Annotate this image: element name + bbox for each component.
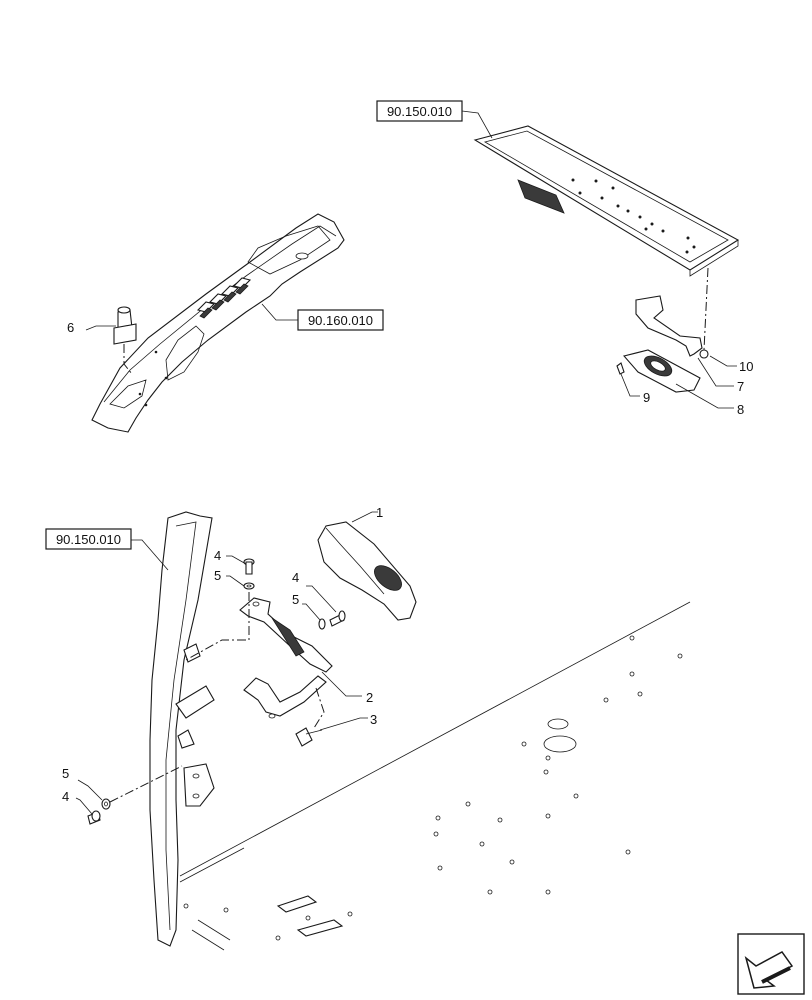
assembly-line-socket [123, 344, 133, 375]
washer-5c [101, 798, 111, 810]
wire-connector [295, 727, 323, 747]
nut-10 [699, 349, 709, 359]
leader-dash-panel [261, 303, 298, 321]
speaker [622, 349, 701, 393]
cab-surface [179, 601, 691, 951]
callout-2: 2 [366, 690, 373, 705]
leader-10 [709, 355, 737, 367]
washer-5b [318, 618, 326, 630]
ref-text-pillar: 90.150.010 [56, 532, 121, 547]
switch-panel-trim [91, 213, 345, 433]
power-socket [113, 306, 137, 345]
assembly-line-lower-left [109, 765, 183, 803]
leader-4b [306, 585, 337, 613]
bolt-4c [87, 810, 101, 825]
leader-pillar [131, 539, 169, 571]
leader-5a [226, 575, 245, 587]
leader-1 [351, 511, 378, 523]
callout-4c: 4 [62, 789, 69, 804]
callout-10: 10 [739, 359, 753, 374]
leader-4c [75, 797, 93, 815]
leader-2 [321, 671, 362, 697]
leader-5b [302, 603, 321, 621]
ref-box-pillar[interactable]: 90.150.010 [45, 528, 132, 550]
switch-bank [196, 277, 252, 319]
assembly-line-roof [703, 267, 709, 351]
callout-6: 6 [67, 320, 74, 335]
speaker-housing [317, 521, 417, 621]
leader-5c [77, 779, 103, 801]
speaker-bracket [635, 295, 703, 357]
next-page-arrow-icon[interactable] [737, 933, 805, 995]
bolt-4a [243, 558, 255, 575]
leader-top-panel [461, 110, 493, 139]
callout-5a: 5 [214, 568, 221, 583]
ref-text-dash-panel: 90.160.010 [308, 313, 373, 328]
callout-3: 3 [370, 712, 377, 727]
assembly-line-upper-left [185, 592, 250, 661]
leader-4a [226, 555, 247, 565]
leader-7 [697, 357, 734, 387]
callout-1: 1 [376, 505, 383, 520]
leader-8 [675, 383, 734, 409]
ref-box-dash-panel[interactable]: 90.160.010 [297, 309, 384, 331]
roof-panel [473, 125, 740, 277]
callout-4b: 4 [292, 570, 299, 585]
callout-7: 7 [737, 379, 744, 394]
callout-4a: 4 [214, 548, 221, 563]
mounting-bracket [239, 597, 333, 719]
callout-5c: 5 [62, 766, 69, 781]
leader-3 [319, 717, 368, 731]
a-pillar [149, 511, 213, 947]
callout-9: 9 [643, 390, 650, 405]
pillar-brackets [175, 643, 215, 807]
assembly-line-connector [313, 687, 325, 729]
ref-box-top-panel[interactable]: 90.150.010 [376, 100, 463, 122]
callout-5b: 5 [292, 592, 299, 607]
ref-text-top-panel: 90.150.010 [387, 104, 452, 119]
screw-9 [616, 362, 625, 375]
washer-5a [243, 582, 255, 590]
callout-8: 8 [737, 402, 744, 417]
leader-6 [85, 325, 116, 331]
leader-9 [620, 373, 640, 397]
bolt-4b [329, 610, 346, 627]
